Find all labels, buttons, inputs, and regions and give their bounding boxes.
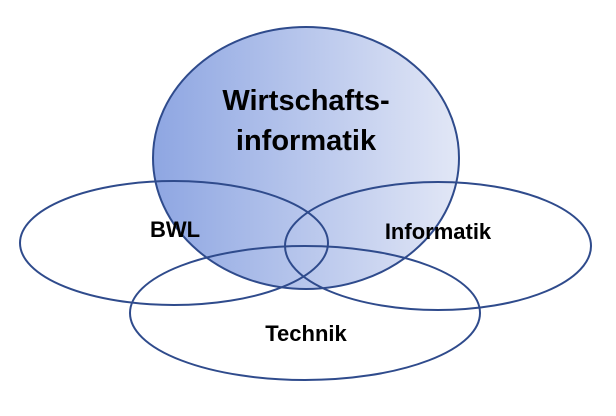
informatik-label: Informatik xyxy=(385,219,492,244)
title-line-2: informatik xyxy=(236,125,377,157)
wirtschaftsinformatik-ellipse xyxy=(152,26,460,290)
title-line-1: Wirtschafts- xyxy=(222,85,389,117)
bwl-ellipse xyxy=(19,180,329,306)
technik-label: Technik xyxy=(265,321,347,346)
bwl-label: BWL xyxy=(150,217,200,242)
technik-ellipse xyxy=(129,245,481,381)
